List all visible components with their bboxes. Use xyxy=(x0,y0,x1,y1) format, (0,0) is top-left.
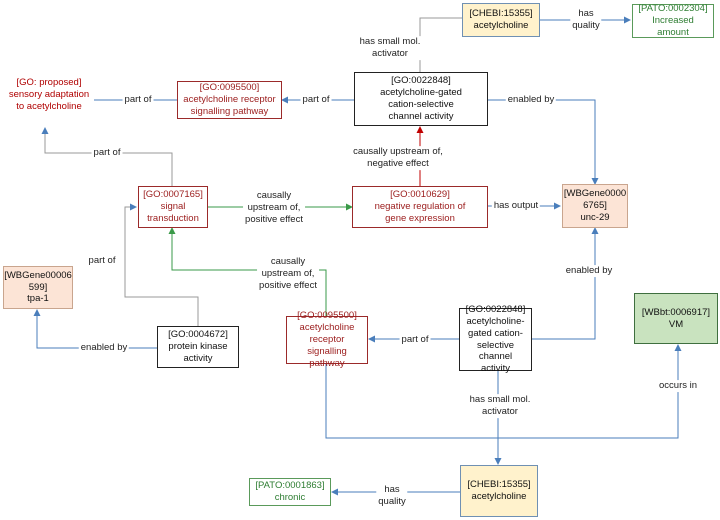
edge-label-has-small-activator-bottom: has small mol. activator xyxy=(467,394,533,418)
edge-label-occurs-in: occurs in xyxy=(657,380,699,392)
edge-label-enabled-by-unc: enabled by xyxy=(563,265,615,277)
edge-causal-positive-bottom xyxy=(168,227,327,316)
node-achr-signalling-bottom: [GO:0095500] acetylcholine receptor sign… xyxy=(286,310,368,369)
edge-label-part-of-achr-bottom: part of xyxy=(399,334,431,346)
edge-label-causal-positive-bottom: causally upstream of, positive effect xyxy=(257,256,319,292)
node-pato-chronic: [PATO:0001863] chronic xyxy=(249,478,331,506)
node-pato-increased-amount: [PATO:0002304] Increased amount xyxy=(632,3,714,38)
node-unc-29: [WBGene0000 6765] unc-29 xyxy=(562,184,628,228)
edge-label-part-of-sensory: part of xyxy=(122,94,154,106)
node-chebi-acetylcholine-top: [CHEBI:15355] acetylcholine xyxy=(462,3,540,37)
edge-label-enabled-by-tpa: enabled by xyxy=(78,342,130,354)
edge-label-has-quality-bottom: has quality xyxy=(376,484,408,508)
edge-label-part-of-achr-top: part of xyxy=(300,94,332,106)
node-channel-activity-bottom: [GO:0022848] acetylcholine- gated cation… xyxy=(459,304,532,374)
node-chebi-acetylcholine-bottom: [CHEBI:15355] acetylcholine xyxy=(460,465,538,517)
node-signal-transduction: [GO:0007165] signal transduction xyxy=(138,186,208,228)
edge-label-has-quality-top: has quality xyxy=(570,8,602,32)
edge-enabled-by-unc xyxy=(532,227,599,340)
node-sensory-adaptation: [GO: proposed] sensory adaptation to ace… xyxy=(4,69,94,121)
edge-label-part-of-signal: part of xyxy=(91,147,123,159)
edge-label-causal-positive-signal: causally upstream of, positive effect xyxy=(243,190,305,226)
node-tpa-1: [WBGene00006 599] tpa-1 xyxy=(3,266,73,309)
edge-label-enabled-by-top: enabled by xyxy=(505,94,557,106)
edge-label-has-output: has output xyxy=(491,200,541,212)
edge-has-small-activator-top xyxy=(419,17,462,72)
node-vm: [WBbt:0006917] VM xyxy=(634,293,718,344)
edge-label-part-of-kinase: part of xyxy=(86,255,118,267)
edge-label-causal-negative: causally upstream of, negative effect xyxy=(351,146,445,170)
edge-enabled-by-top xyxy=(488,99,599,185)
node-protein-kinase-activity: [GO:0004672] protein kinase activity xyxy=(157,326,239,368)
node-channel-activity-top: [GO:0022848] acetylcholine-gated cation-… xyxy=(354,72,488,126)
edge-label-has-small-activator-top: has small mol. activator xyxy=(357,36,423,60)
node-negative-regulation: [GO:0010629] negative regulation of gene… xyxy=(352,186,488,228)
edge-partof-kinase-to-signal xyxy=(124,203,199,326)
node-achr-signalling-top: [GO:0095500] acetylcholine receptor sign… xyxy=(177,81,282,119)
